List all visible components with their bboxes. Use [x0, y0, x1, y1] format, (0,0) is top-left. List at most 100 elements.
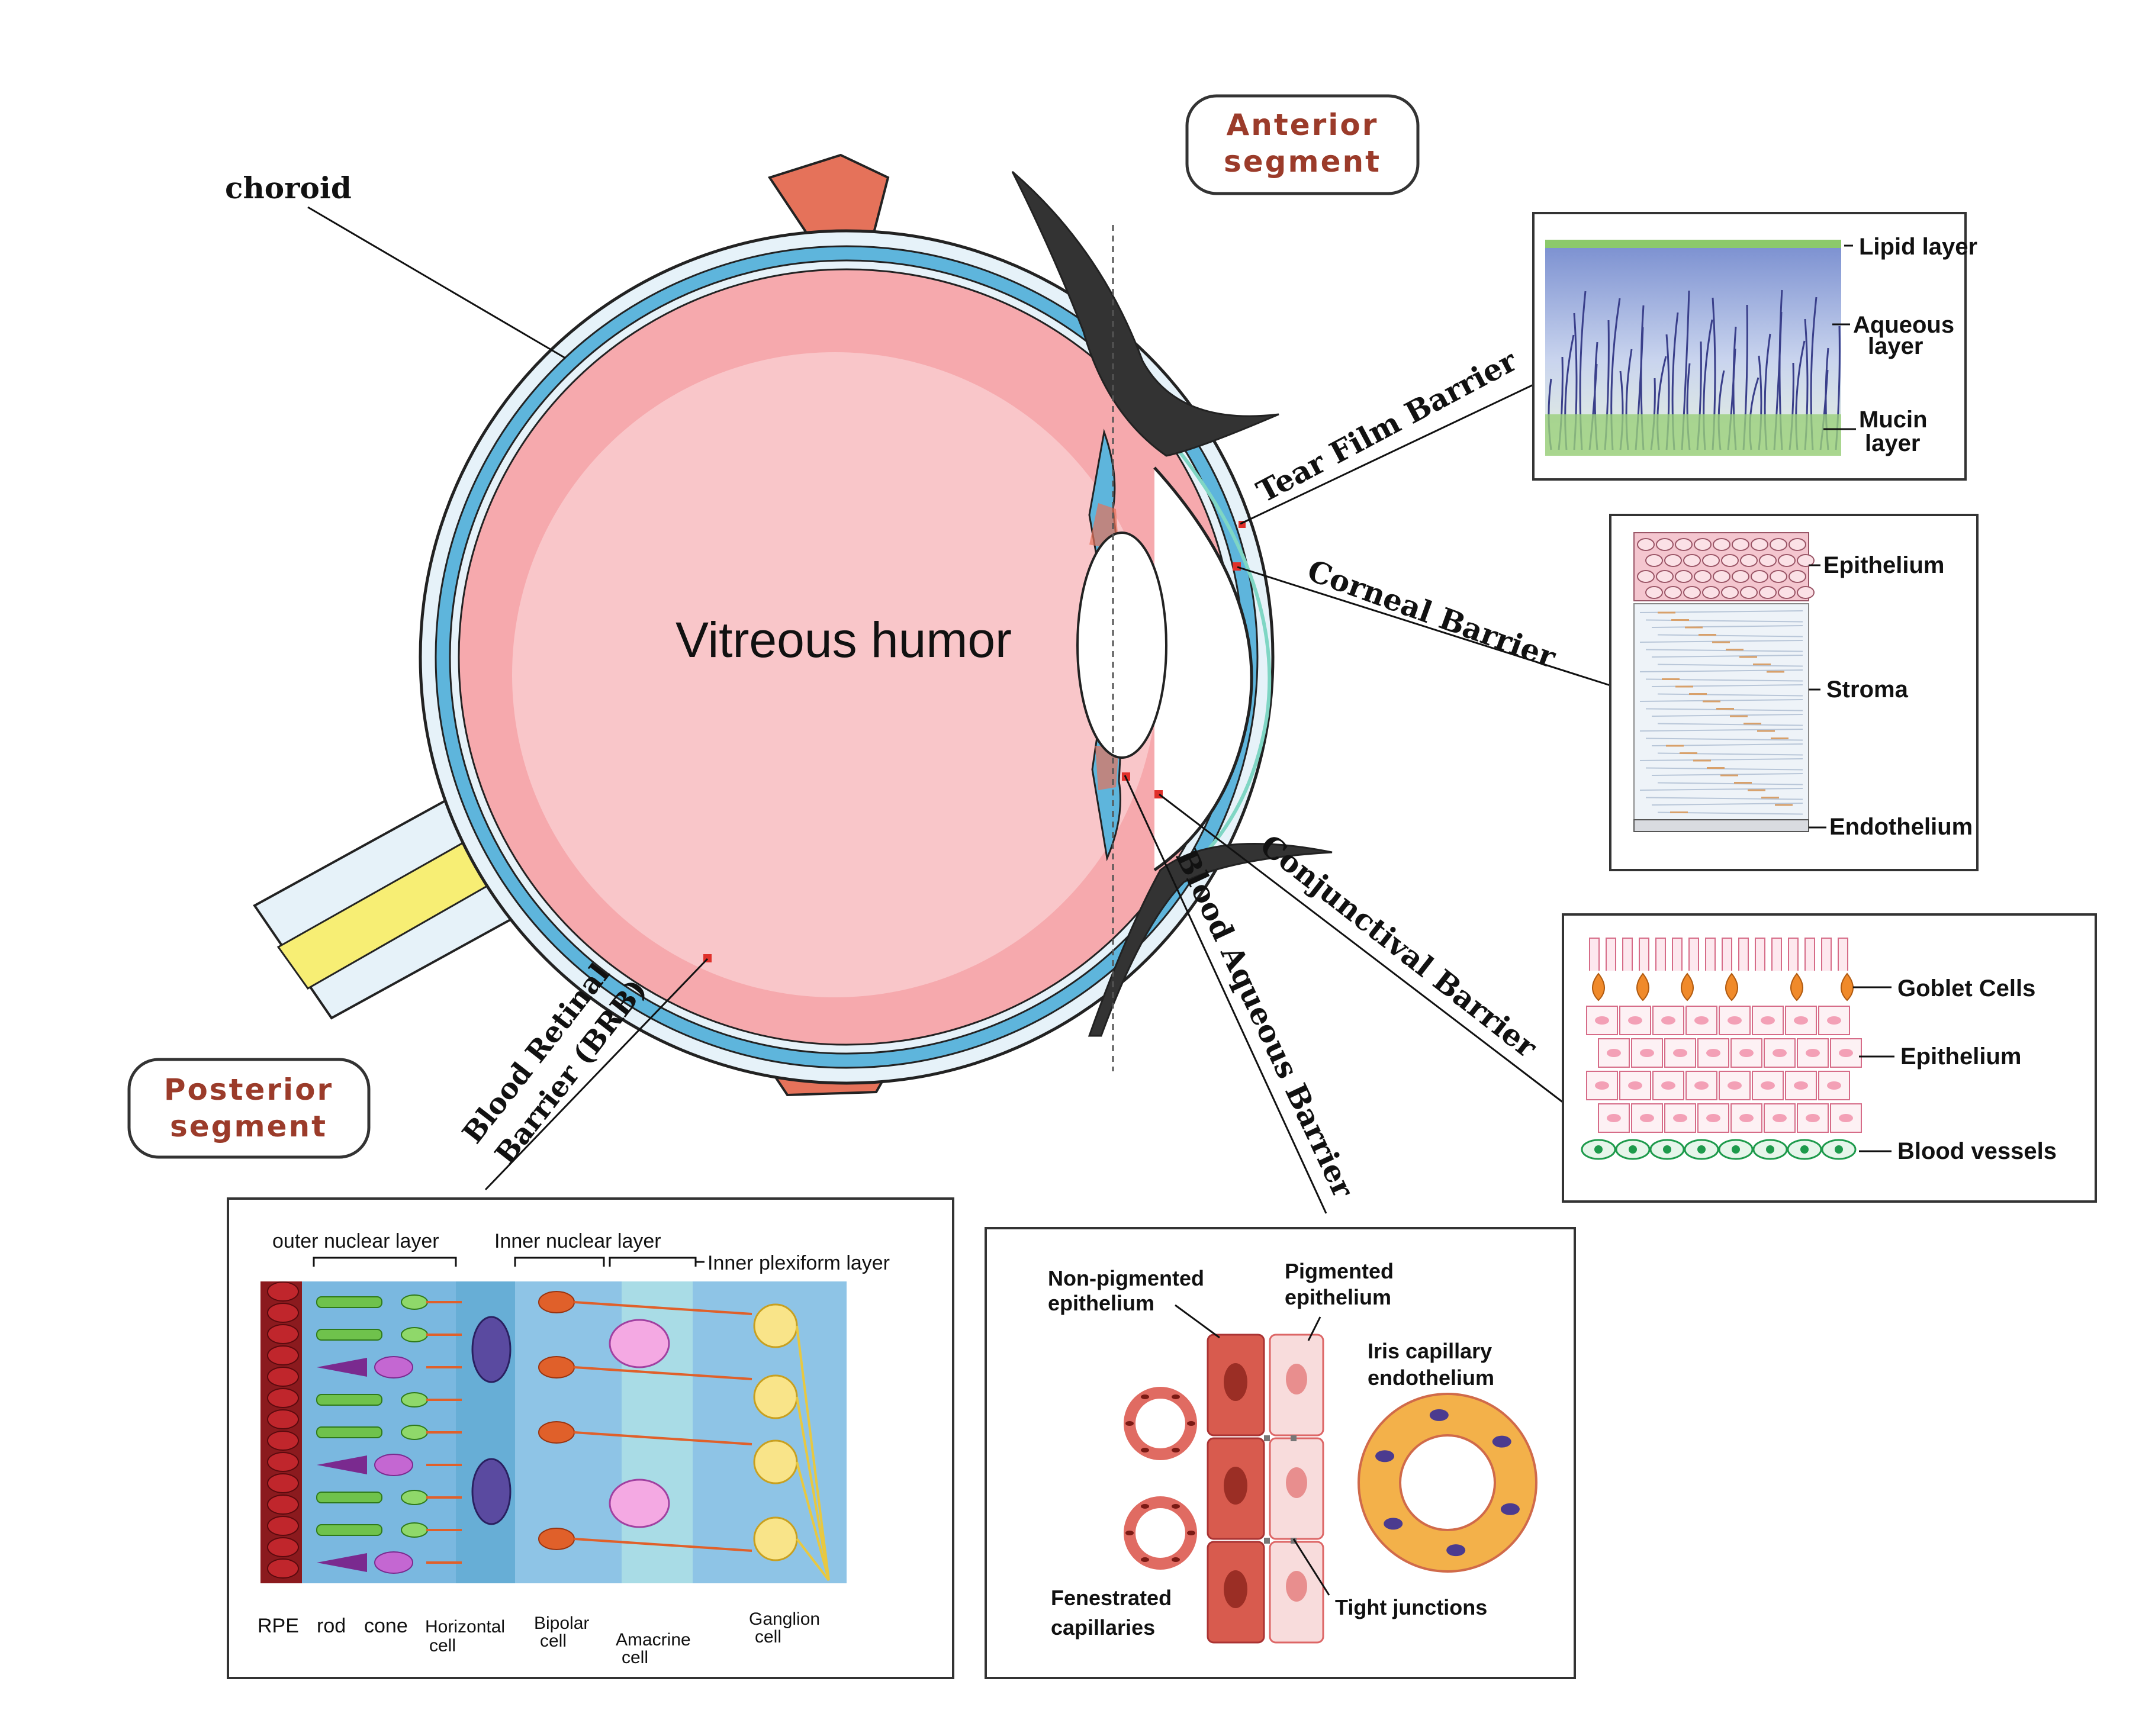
tear-film-panel: Lipid layer Aqueous layer Mucin layer [1532, 212, 1977, 481]
conjunctival-leader [1159, 793, 1569, 1108]
cell-nucleus [1728, 1081, 1742, 1090]
conjunctival-epithelium-label: Epithelium [1900, 1043, 2021, 1070]
amacrine-cell [609, 1479, 670, 1528]
amacrine-cell-label-line2: cell [622, 1648, 648, 1667]
cell-nucleus [1839, 1049, 1853, 1057]
blood-aqueous-panel: Non-pigmented epithelium Pigmented epith… [985, 1227, 1576, 1679]
epithelial-cell [1797, 554, 1815, 567]
epithelial-cell [1740, 554, 1758, 567]
vessel-nucleus [1697, 1145, 1706, 1154]
bipolar-cell [538, 1421, 575, 1444]
rod-label: rod [317, 1615, 346, 1637]
cell-nucleus [1694, 1016, 1709, 1025]
capillary-nucleus [1187, 1421, 1195, 1426]
vessel-nucleus [1732, 1145, 1740, 1154]
ganglion-axon [796, 1461, 830, 1581]
rpe-cell [267, 1495, 299, 1515]
vessel-nucleus [1766, 1145, 1774, 1154]
anterior-segment-badge: Anterior segment [1185, 94, 1420, 195]
bipolar-cell [538, 1528, 575, 1550]
capillary-nucleus [1172, 1557, 1180, 1563]
ganglion-cell [753, 1303, 798, 1348]
rpe-cell [267, 1345, 299, 1365]
microvillus [1755, 938, 1765, 971]
epithelial-cell [1759, 554, 1777, 567]
fenestrated-capillaries-label-line1: Fenestrated [1051, 1586, 1172, 1610]
cell-nucleus [1773, 1049, 1787, 1057]
epithelial-cell [1732, 570, 1749, 583]
pigmented-epithelium-label-line1: Pigmented [1285, 1259, 1394, 1283]
inner-retinal-cells [471, 1291, 830, 1582]
blood-vessels-label: Blood vessels [1897, 1138, 2057, 1164]
vessel-nucleus [1629, 1145, 1637, 1154]
capillary-nucleus [1141, 1394, 1149, 1399]
fenestrated-capillary-1 [1124, 1387, 1197, 1460]
epithelial-cell [1645, 554, 1663, 567]
vessel-nucleus [1800, 1145, 1809, 1154]
epithelial-cell [1751, 538, 1768, 551]
tight-junctions-label: Tight junctions [1335, 1595, 1487, 1619]
vessel-nucleus [1594, 1145, 1603, 1154]
stroma-fiber [1657, 723, 1803, 726]
fenestrated-capillaries-label-line2: capillaries [1051, 1615, 1155, 1640]
bipolar-axon [574, 1301, 752, 1315]
rod-outer-segment [316, 1394, 382, 1406]
ganglion-cell [753, 1516, 798, 1561]
ganglion-axon [796, 1396, 830, 1581]
epithelial-cell [1664, 586, 1682, 599]
stroma-fiber [1651, 625, 1803, 628]
corneal-barrier-label: Corneal Barrier [1303, 553, 1561, 675]
microvillus [1771, 938, 1782, 971]
cone-outer-segment [317, 1455, 367, 1474]
microvillus [1788, 938, 1799, 971]
rod-outer-segment [316, 1524, 382, 1536]
cell-nucleus [1761, 1016, 1775, 1025]
stroma-fiber [1639, 669, 1803, 672]
mucin-layer-label-line1: Mucin [1859, 407, 1928, 433]
epithelial-cell [1664, 554, 1682, 567]
choroid-label: choroid [225, 170, 352, 205]
stroma-fiber [1639, 758, 1803, 761]
rpe-cell [267, 1431, 299, 1451]
capillary-nucleus [1172, 1448, 1180, 1453]
rod-body [401, 1392, 428, 1408]
epithelial-cell [1713, 538, 1730, 551]
outer-nuclear-bracket [313, 1257, 457, 1267]
vitreous-inner-glow [512, 352, 1157, 997]
cell-nucleus [1607, 1114, 1621, 1122]
anterior-segment-title-line1: Anterior [1227, 108, 1379, 142]
cone-body [374, 1454, 413, 1476]
epithelial-cell [1656, 538, 1674, 551]
inner-nuclear-layer-label: Inner nuclear layer [494, 1230, 661, 1252]
epithelial-cell [1683, 554, 1701, 567]
microvillus [1705, 938, 1716, 971]
epithelial-cell [1732, 538, 1749, 551]
pigmented-epithelium-label-line2: epithelium [1285, 1285, 1391, 1309]
microvillus [1838, 938, 1848, 971]
rpe-cell [267, 1367, 299, 1387]
corneal-leader [1237, 566, 1611, 687]
stroma-fiber [1645, 737, 1803, 741]
cell-nucleus [1827, 1081, 1841, 1090]
stroma-fiber [1657, 634, 1803, 637]
tear-film-barrier-label: Tear Film Barrier [1251, 343, 1523, 509]
conjunctival-cell [1586, 1006, 1618, 1035]
epithelial-cell [1675, 570, 1693, 583]
stroma-fiber [1645, 649, 1803, 652]
epithelial-cell [1694, 538, 1712, 551]
cell-nucleus [1628, 1016, 1642, 1025]
capillary-nucleus [1141, 1503, 1149, 1509]
cornea [1153, 466, 1253, 872]
amacrine-cell-label-line1: Amacrine [616, 1630, 691, 1650]
cone-outer-segment [317, 1358, 367, 1377]
conjunctival-cell [1818, 1006, 1850, 1035]
microvillus [1738, 938, 1749, 971]
goblet-cell [1790, 972, 1803, 1001]
cell-nucleus [1694, 1081, 1709, 1090]
vessel-nucleus [1835, 1145, 1843, 1154]
microvillus [1672, 938, 1683, 971]
stroma-fiber [1651, 803, 1803, 806]
cell-nucleus [1839, 1114, 1853, 1122]
non-pigmented-epithelium-label-line2: epithelium [1048, 1291, 1154, 1315]
bipolar-cell [538, 1356, 575, 1379]
